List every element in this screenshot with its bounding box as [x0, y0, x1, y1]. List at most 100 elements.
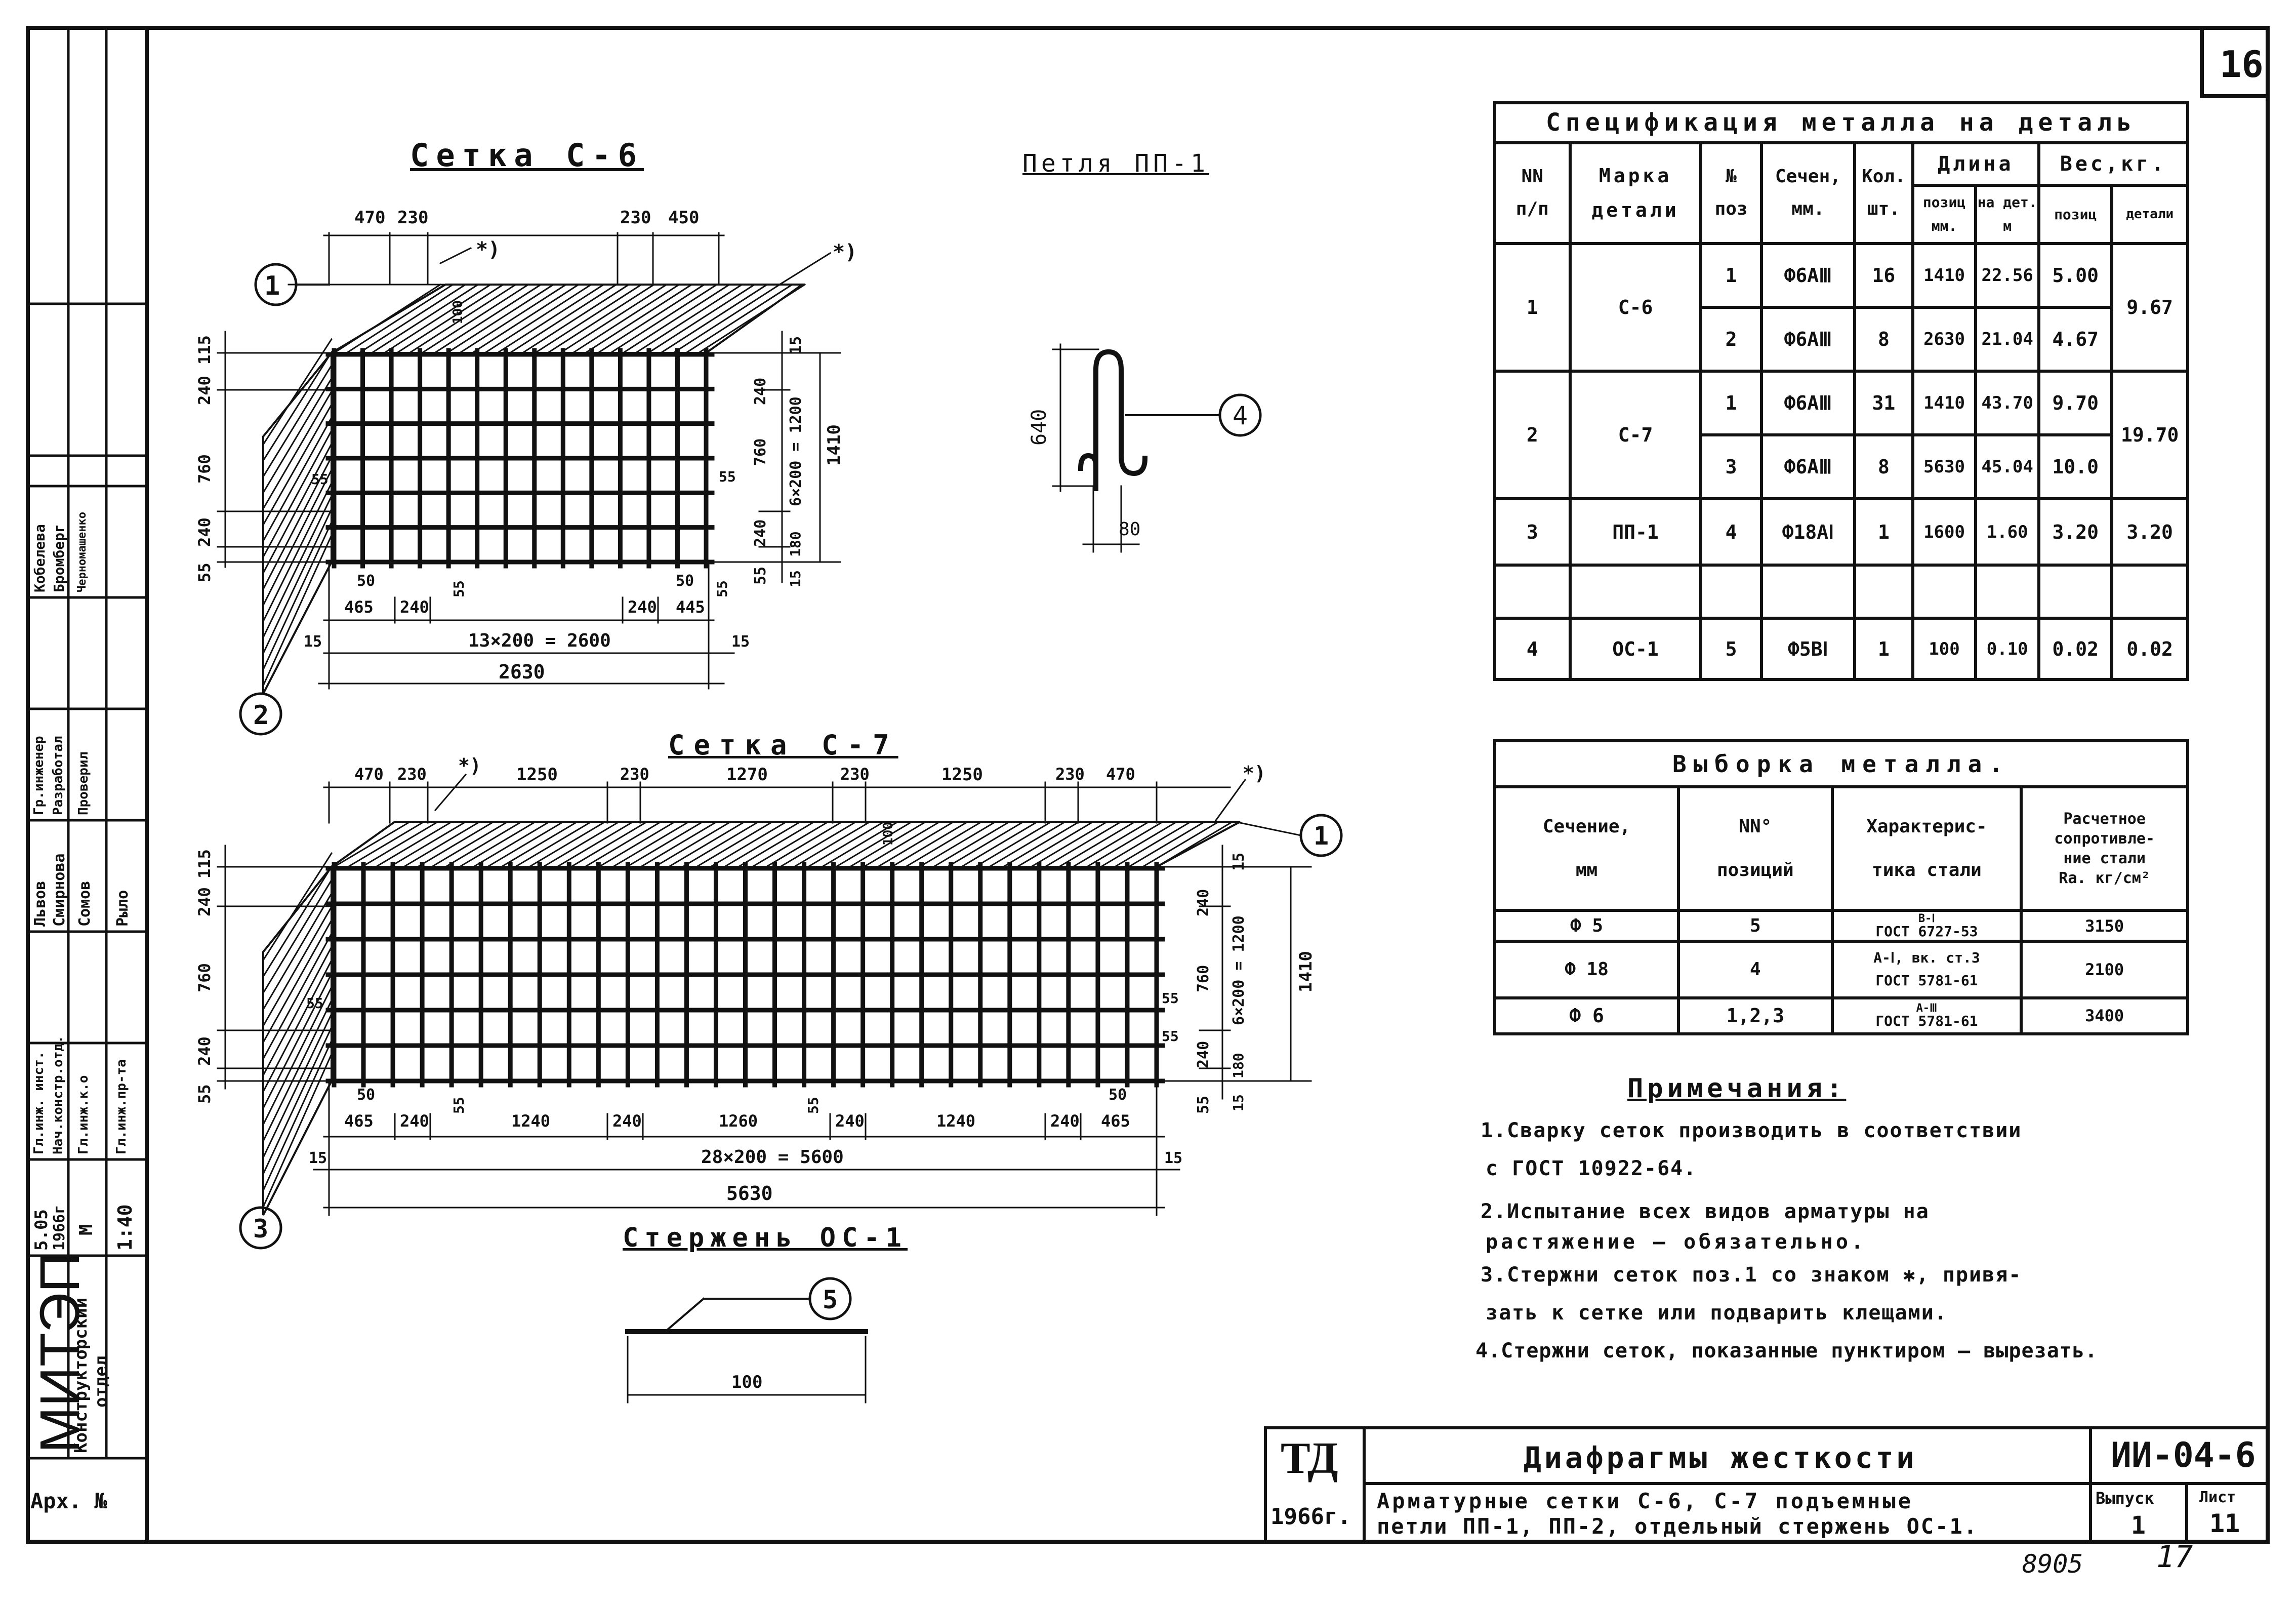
grid-c7-bottom-dim-5: 240: [835, 1111, 865, 1131]
title-block-title: Диафрагмы жесткости: [1524, 1440, 1917, 1475]
rod-oc1-drawing: [625, 1277, 868, 1404]
loop-pp1-position: 4: [1233, 401, 1248, 430]
grid-c6-right-dim-4: 180: [787, 531, 804, 557]
grid-c6-star-left: *): [476, 238, 501, 261]
grid-c7-top-dim-7: 230: [1055, 765, 1085, 784]
side-stamp-year: 1966г: [51, 1205, 68, 1251]
spec-header-wt-pos: позиц: [2037, 183, 2114, 246]
title-block-subtitle-1: Арматурные сетки С-6, С-7 подъемные: [1377, 1489, 1914, 1513]
grid-c6-bottom-50-right: 50: [676, 572, 694, 590]
grid-c6-left-dim-4: 55: [195, 563, 214, 582]
grid-c6-bottom-dim-0: 465: [344, 597, 374, 617]
grid-c6-bottom-50-left: 50: [357, 572, 376, 590]
grid-c7-title: Сетка С-7: [668, 729, 898, 761]
grid-c7-total-w: 5630: [726, 1182, 773, 1205]
spec-row: 2 С-7 1 Ф6АⅢ 31 1410 43.70 9.70 19.70: [1493, 370, 2189, 501]
grid-c7-right-dim-3: 240: [1195, 1040, 1212, 1068]
grid-c6-top-dim-0: 470: [354, 208, 386, 228]
side-stamp-scale: 1:40: [114, 1204, 136, 1251]
rod-oc1-title: Стержень ОС-1: [623, 1223, 908, 1253]
loop-pp1-height: 640: [1028, 409, 1051, 446]
title-block-subtitle-2: петли ПП-1, ПП-2, отдельный стержень ОС-…: [1377, 1514, 1979, 1539]
loop-pp1-title: Петля ПП-1: [1022, 149, 1209, 178]
grid-c6-pos-2: 2: [253, 700, 269, 731]
grid-c7-bottom-dim-4: 1260: [719, 1111, 758, 1131]
grid-c7-star-left: *): [458, 754, 481, 777]
spec-header-qty: Кол.шт.: [1853, 141, 1914, 246]
rod-oc1-length: 100: [731, 1372, 763, 1392]
select-header-char: Характерис-тика стали: [1830, 785, 2023, 912]
spec-row: 2 Ф6АⅢ 8 2630 21.04 4.67: [1495, 306, 2188, 373]
select-table: Выборка металла. Сечение,мм NN°позиций Х…: [1493, 739, 2189, 1036]
grid-c6-end-dim-right: 15: [731, 633, 750, 651]
sheet-number: 16: [2220, 43, 2264, 86]
side-stamp-name-6: Черномашенко: [76, 512, 89, 592]
grid-c7-right-dim-5: 15: [1230, 1094, 1247, 1111]
side-stamp-role-2: Гл.инж.к.о: [76, 1075, 91, 1154]
grid-c6-top-dim-1: 230: [397, 208, 429, 228]
grid-c7-top-dim-5: 230: [840, 765, 870, 784]
grid-c7-bottom-50-right: 50: [1109, 1086, 1127, 1104]
notes-line-3: растяжение — обязательно.: [1486, 1230, 1867, 1254]
notes-title: Примечания:: [1627, 1073, 1847, 1104]
grid-c6-right-dim-3: 240: [752, 519, 769, 547]
side-stamp-name-0: Львов: [31, 880, 49, 927]
spec-header-wt-det: детали: [2110, 183, 2189, 246]
grid-c6-right-dim-6: 55: [752, 566, 769, 585]
notes-line-2: 2.Испытание всех видов арматуры на: [1481, 1200, 1930, 1223]
grid-c6-left-dim-1: 240: [195, 376, 214, 405]
side-stamp-role-0: Гл.инж. инст.: [31, 1051, 47, 1155]
sheet-number-box: [2200, 26, 2270, 98]
grid-c7-bottom-dim-1: 240: [400, 1111, 429, 1131]
spec-row: 1 С-6 1 Ф6АⅢ 16 1410 22.56 5.00 9.67: [1493, 242, 2189, 373]
grid-c6-top-dim-3: 450: [668, 208, 700, 228]
side-stamp-dept2: отдел: [91, 1355, 111, 1408]
side-stamp-name-3: Рыло: [114, 890, 132, 927]
title-block-issue-label: Выпуск: [2096, 1489, 2154, 1508]
loop-pp1-width: 80: [1119, 519, 1141, 540]
spec-row: 3 Ф6АⅢ 8 5630 45.04 10.0: [1495, 433, 2188, 501]
grid-c7-bottom-dim-2: 1240: [511, 1111, 551, 1131]
grid-c7-top-dim-0: 470: [354, 765, 384, 784]
footer-page: 17: [2156, 1539, 2193, 1575]
grid-c7-top-dim-8: 470: [1106, 765, 1135, 784]
grid-c6-left-dim-2: 760: [195, 454, 214, 484]
select-table-title: Выборка металла.: [1493, 739, 2189, 787]
grid-c7-inner-mark-2: 55: [1162, 990, 1179, 1007]
grid-c7-bottom-55-mid: 55: [805, 1097, 822, 1114]
grid-c7-bottom-dim-6: 1240: [936, 1111, 976, 1131]
grid-c6-right-dim-1: 240: [752, 377, 769, 405]
grid-c7-top-dim-3: 230: [620, 765, 649, 784]
side-stamp-name-1: Смирнова: [51, 853, 68, 927]
grid-c6-total-h: 1410: [824, 424, 844, 466]
select-header-pos: NN°позиций: [1677, 785, 1834, 912]
loop-pp1-drawing: [1052, 343, 1262, 553]
grid-c6-bottom-dim-1: 240: [400, 597, 429, 617]
grid-c7-top-dim-4: 1270: [726, 765, 768, 785]
grid-c7-bottom-dim-7: 240: [1050, 1111, 1080, 1131]
grid-c7-right-dim-1: 240: [1195, 889, 1212, 916]
side-stamp-role-4: Гр.инженер: [31, 736, 47, 815]
grid-c7-pitch-h: 28×200 = 5600: [701, 1147, 844, 1168]
grid-c6-drawing: [217, 232, 841, 736]
grid-c7-bottom-50-left: 50: [357, 1086, 376, 1104]
grid-c7-drawing: [217, 773, 1343, 1250]
grid-c6-bottom-dim-3: 445: [676, 597, 705, 617]
grid-c6-left-dim-0: 115: [195, 335, 214, 365]
spec-row-empty: [1493, 564, 2189, 620]
grid-c7-bottom-dim-0: 465: [344, 1111, 374, 1131]
title-block-code: ИИ-04-6: [2111, 1435, 2256, 1475]
notes-line-5: зать к сетке или подварить клещами.: [1486, 1301, 1948, 1325]
grid-c7-left-dim-2: 760: [195, 963, 214, 992]
side-stamp-date: 5.05: [31, 1209, 52, 1251]
grid-c7-bottom-dim-3: 240: [612, 1111, 642, 1131]
grid-c7-left-dim-1: 240: [195, 887, 214, 916]
grid-c6-right-dim-5: 15: [787, 570, 804, 587]
side-stamp-dept1: Конструкторский: [71, 1297, 91, 1453]
archive-label: Арх. №: [30, 1489, 107, 1513]
